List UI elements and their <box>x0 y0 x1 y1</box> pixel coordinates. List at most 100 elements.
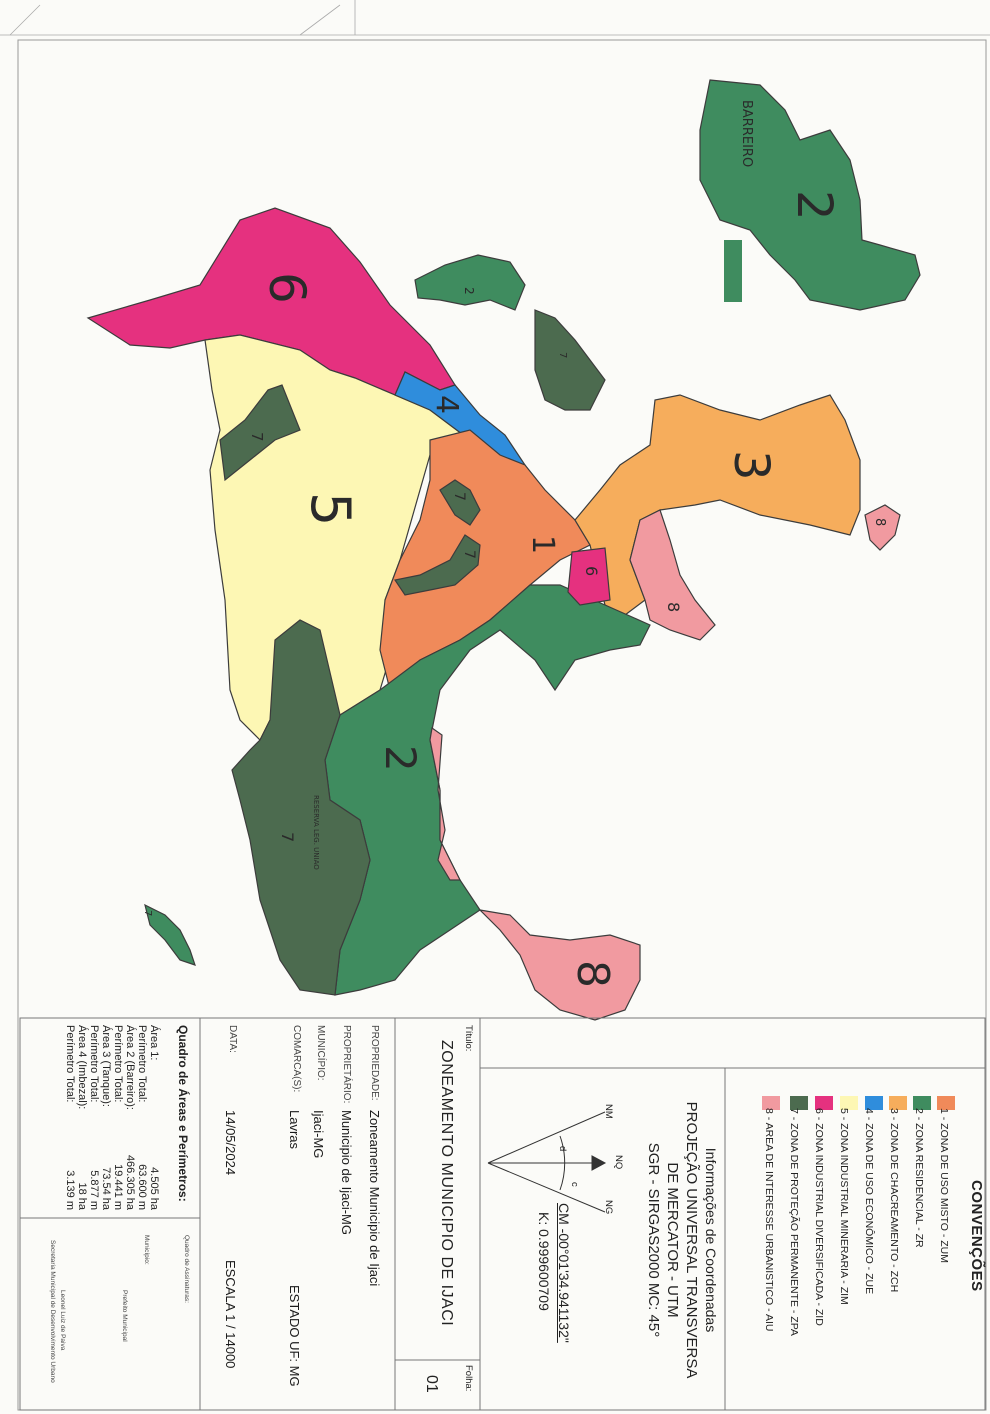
legend-item-label: 3 - ZONA DE CHACREAMENTO - ZCH <box>888 1108 901 1293</box>
legend-item-label: 2 - ZONA RESIDENCIAL - ZR <box>913 1108 926 1248</box>
legend-item-zone-3: 3 - ZONA DE CHACREAMENTO - ZCH <box>882 1108 907 1410</box>
title-label: Título: <box>463 1025 474 1052</box>
legend-item-zone-8: 8 - AREA DE INTERESSE URBANISTICO - AIU <box>757 1108 782 1410</box>
label-ng: NG <box>603 1200 614 1215</box>
legend-item-zone-7: 7 - ZONA DE PROTEÇÃO PERMANENTE - ZPA <box>782 1108 807 1410</box>
zone-7-zpa-north <box>534 309 606 411</box>
signature-prefeito: Prefeito Municipal <box>121 1290 128 1342</box>
perim3-label: Perímetro Total: <box>88 1025 100 1103</box>
label-barreiro: BARREIRO <box>739 100 754 167</box>
data-label: DATA: <box>227 1025 238 1053</box>
legend-item-zone-2: 2 - ZONA RESIDENCIAL - ZR <box>907 1108 932 1410</box>
coord-k: K: 0.999600709 <box>536 1212 552 1311</box>
zone-2-zr-marker <box>724 240 742 302</box>
estado-value: ESTADO UF: MG <box>287 1285 302 1387</box>
area-row: Perímetro Total: 19.441 m <box>112 1025 124 1210</box>
area2-label: Área 2 (Barreiro): <box>124 1025 136 1110</box>
area4-value: 18 ha <box>76 1182 88 1210</box>
label-c: c <box>569 1182 580 1187</box>
label-zone-6-small: 6 <box>582 566 601 576</box>
legend-item-label: 1 - ZONA DE USO MISTO - ZUM <box>938 1108 951 1263</box>
signature-municipio: Município: <box>143 1235 150 1265</box>
perim2-label: Perímetro Total: <box>112 1025 124 1103</box>
signature-secretaria: Secretaria Municipal de Desenvolvimento … <box>49 1240 56 1383</box>
label-zone-4: 4 <box>429 395 464 414</box>
title-block-frame <box>19 1017 986 1411</box>
legend-item-label: 4 - ZONA DE USO ECONÔMICO - ZUE <box>863 1108 876 1295</box>
folha-label: Folha: <box>463 1365 474 1392</box>
zone-4-zue <box>394 371 527 466</box>
label-zone-8-mid: 8 <box>664 602 683 612</box>
zone-2-zr-islet <box>144 903 196 966</box>
perim2-value: 19.441 m <box>112 1164 124 1210</box>
perim4-value: 3.139 m <box>64 1170 76 1210</box>
legend-list: 1 - ZONA DE USO MISTO - ZUM 2 - ZONA RESI… <box>757 1080 963 1410</box>
coord-projection-1: PROJEÇÃO UNIVERSAL TRANSVERSA <box>683 1101 700 1379</box>
label-zone-7-west: 7 <box>248 432 266 442</box>
coord-cm: CM -00°01'34.941132" <box>556 1203 572 1343</box>
coord-title: Informações de Coordenadas <box>703 1147 719 1333</box>
label-zone-3: 3 <box>723 450 779 481</box>
coord-projection-2: DE MERCATOR - UTM <box>664 1162 681 1318</box>
zone-7-zpa-inner-a <box>439 479 481 526</box>
zone-8-aiu-east <box>864 504 901 551</box>
proprietario-label: PROPRIETÁRIO: <box>341 1025 352 1104</box>
municipio-value: Ijaci-MG <box>311 1110 326 1159</box>
legend-title: CONVENÇÕES <box>968 1180 985 1292</box>
label-zone-2: 2 <box>376 745 425 772</box>
areas-title: Quadro de Áreas e Perímetros: <box>176 1025 190 1202</box>
area3-label: Área 3 (Tanque): <box>100 1025 112 1107</box>
legend-swatches <box>762 1096 955 1110</box>
zone-2-zr-barreiro <box>699 79 921 311</box>
label-zone-7-inner-b: 7 <box>461 550 477 559</box>
signature-responsavel: Leonel Luiz de Paiva <box>59 1290 66 1351</box>
area4-label: Área 4 (Imbezal): <box>76 1025 88 1110</box>
legend-item-zone-4: 4 - ZONA DE USO ECONÔMICO - ZUE <box>857 1108 882 1410</box>
municipio-label: MUNICÍPIO: <box>315 1025 326 1081</box>
label-zone-2-island: 2 <box>462 287 476 295</box>
area1-value: 4.505 ha <box>148 1167 160 1210</box>
area-row: Perímetro Total:3.139 m <box>64 1025 76 1210</box>
label-nq: NQ <box>613 1155 624 1170</box>
proprietario-value: Municipio de Ijaci-MG <box>339 1110 354 1235</box>
label-zone-8-east: 8 <box>872 518 887 526</box>
label-zone-7-north: 7 <box>557 352 568 358</box>
perim3-value: 5.877 m <box>88 1170 100 1210</box>
label-d: d <box>557 1146 568 1152</box>
zone-3-zch <box>574 394 861 616</box>
north-arrow-diagram <box>487 1111 607 1213</box>
zone-7-zpa-west <box>219 384 301 482</box>
label-reserva: RESERVA LEG. UNIAO <box>312 795 320 870</box>
area-row: Área 4 (Imbezal): 18 ha <box>76 1025 88 1210</box>
propriedade-value: Zoneamento Municipio de Ijaci <box>367 1110 382 1287</box>
label-zone-7-south: 7 <box>278 832 297 842</box>
area1-label: Área 1: <box>148 1025 160 1061</box>
label-zone-7-inner-a: 7 <box>451 492 467 501</box>
legend-item-label: 6 - ZONA INDUSTRIAL DIVERSIFICADA - ZID <box>813 1108 826 1326</box>
coordinate-info: Informações de Coordenadas PROJEÇÃO UNIV… <box>644 1090 720 1390</box>
fold-mark <box>299 4 341 36</box>
legend-item-label: 7 - ZONA DE PROTEÇÃO PERMANENTE - ZPA <box>788 1108 801 1336</box>
perim1-label: Perímetro Total: <box>136 1025 148 1103</box>
area2-value: 466.305 ha <box>124 1154 136 1210</box>
legend-item-zone-6: 6 - ZONA INDUSTRIAL DIVERSIFICADA - ZID <box>807 1108 832 1410</box>
comarca-value: Lavras <box>287 1110 302 1150</box>
signatures-title: Quadro de Assinaturas: <box>183 1235 190 1303</box>
zone-7-zpa-inner-b <box>394 534 481 596</box>
coord-sgr: SGR - SIRGAS2000 MC: 45° <box>645 1142 662 1338</box>
areas-table: Área 1:4.505 ha Perímetro Total:63.600 m… <box>64 1025 160 1210</box>
legend-item-label: 5 - ZONA INDUSTRIAL MINERARIA - ZIM <box>838 1108 851 1305</box>
folha-number: 01 <box>423 1375 440 1393</box>
area-row: Área 1: 4.505 ha <box>148 1025 160 1210</box>
map-title: ZONEAMENTO MUNICIPIO DE IJACI <box>438 1040 455 1327</box>
label-nm: NM <box>603 1104 614 1119</box>
zone-2-zr-island <box>414 254 526 311</box>
legend: CONVENÇÕES 1 - ZONA DE USO MISTO - ZUM 2 … <box>757 1080 986 1410</box>
label-zone-8: 8 <box>567 960 618 988</box>
data-value: 14/05/2024 <box>223 1110 238 1176</box>
zone-8-aiu-mid <box>629 509 716 641</box>
area3-value: 73.54 ha <box>100 1167 112 1210</box>
fold-mark <box>9 4 41 36</box>
